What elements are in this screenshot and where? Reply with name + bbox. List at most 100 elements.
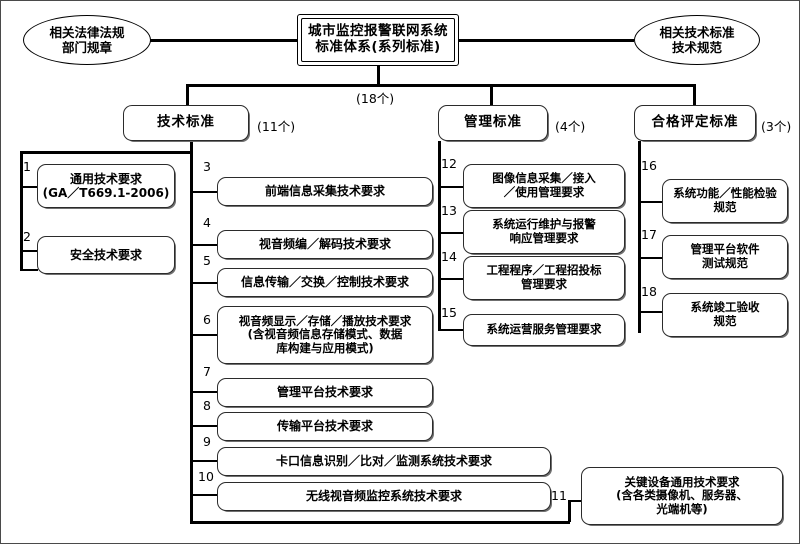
connector-conformity-stem	[638, 141, 641, 153]
item-text-8: 传输平台技术要求	[276, 419, 373, 434]
item-box-8[interactable]: 传输平台技术要求	[217, 412, 433, 441]
connector-drop-conformity	[693, 84, 696, 106]
item-number-10: 10	[198, 469, 214, 484]
root-node-standard-system[interactable]: 城市监控报警联网系统 标准体系(系列标准)	[297, 14, 459, 66]
category-management-standards[interactable]: 管理标准	[438, 105, 548, 141]
connector-technical-branch-9	[190, 460, 217, 462]
item-box-13[interactable]: 系统运行维护与报警 响应管理要求	[463, 210, 625, 254]
connector-drop-management	[490, 84, 493, 106]
category-conformity-count: (3个)	[761, 119, 792, 134]
left-ellipse-line2: 部门规章	[61, 40, 112, 55]
item-box-17[interactable]: 管理平台软件 测试规范	[662, 235, 788, 279]
left-ellipse-legal-regulations[interactable]: 相关法律法规 部门规章	[23, 15, 151, 65]
right-ellipse-line2: 技术规范	[671, 40, 722, 55]
connector-item11-branch	[568, 500, 581, 502]
item-number-6: 6	[203, 312, 211, 327]
item-number-15: 15	[441, 305, 457, 320]
item-text-11: 关键设备通用技术要求 (含各类摄像机、服务器、 光端机等)	[616, 474, 748, 516]
root-count-label: (18个)	[356, 91, 395, 106]
item-text-1: 通用技术要求 (GA／T669.1-2006)	[42, 171, 170, 200]
category-technical-count: (11个)	[257, 119, 296, 134]
left-ellipse-line1: 相关法律法规	[49, 25, 125, 40]
item-number-4: 4	[203, 215, 211, 230]
item-number-14: 14	[441, 249, 457, 264]
connector-left-rail-branch-1	[20, 186, 38, 188]
connector-main-bus	[186, 84, 696, 87]
connector-root-right-ellipse	[459, 39, 634, 42]
item-number-1: 1	[23, 159, 31, 174]
connector-root-stem	[377, 65, 380, 86]
right-ellipse-line1: 相关技术标准	[659, 25, 735, 40]
connector-technical-branch-4	[190, 244, 217, 246]
item-box-15[interactable]: 系统运营服务管理要求	[463, 314, 625, 346]
connector-drop-technical	[186, 84, 189, 106]
item-number-7: 7	[203, 364, 211, 379]
root-node-line1: 城市监控报警联网系统	[308, 23, 448, 40]
connector-technical-branch-3	[190, 191, 217, 193]
connector-technical-branch-8	[190, 425, 217, 427]
item-text-10: 无线视音频监控系统技术要求	[305, 489, 462, 504]
item-text-16: 系统功能／性能检验 规范	[673, 186, 777, 214]
item-number-3: 3	[203, 159, 211, 174]
root-node-text: 城市监控报警联网系统 标准体系(系列标准)	[308, 23, 448, 56]
item-box-7[interactable]: 管理平台技术要求	[217, 378, 433, 407]
connector-conformity-branch-17	[638, 257, 662, 259]
right-ellipse-technical-specs[interactable]: 相关技术标准 技术规范	[634, 15, 760, 65]
item-box-2[interactable]: 安全技术要求	[37, 236, 175, 274]
item-box-9[interactable]: 卡口信息识别／比对／监测系统技术要求	[217, 447, 551, 476]
connector-technical-branch-10	[190, 494, 217, 496]
item-number-5: 5	[203, 253, 211, 268]
item-text-9: 卡口信息识别／比对／监测系统技术要求	[275, 454, 492, 469]
item-number-11: 11	[551, 488, 567, 503]
connector-technical-branch-6	[190, 334, 217, 336]
item-box-10[interactable]: 无线视音频监控系统技术要求	[217, 482, 551, 511]
item-text-2: 安全技术要求	[69, 247, 142, 262]
connector-management-branch-12	[438, 186, 463, 188]
item-text-6: 视音频显示／存储／播放技术要求 (含视音频信息存储模式、数据 库构建与应用模式)	[238, 313, 412, 355]
item-box-4[interactable]: 视音频编／解码技术要求	[217, 230, 433, 259]
item-text-4: 视音频编／解码技术要求	[258, 237, 391, 252]
item-number-12: 12	[441, 156, 457, 171]
item-number-9: 9	[203, 434, 211, 449]
item-number-16: 16	[641, 158, 657, 173]
connector-technical-stem	[190, 141, 193, 153]
connector-left-ellipse-root	[148, 39, 298, 42]
item-text-17: 管理平台软件 测试规范	[690, 242, 760, 270]
item-box-14[interactable]: 工程程序／工程招投标 管理要求	[463, 256, 625, 300]
item-box-11[interactable]: 关键设备通用技术要求 (含各类摄像机、服务器、 光端机等)	[581, 467, 783, 525]
connector-item11-riser	[568, 500, 571, 522]
item-text-3: 前端信息采集技术要求	[264, 184, 385, 199]
item-box-12[interactable]: 图像信息采集／接入 ／使用管理要求	[463, 164, 625, 208]
category-conformity-label: 合格评定标准	[651, 114, 739, 131]
item-box-16[interactable]: 系统功能／性能检验 规范	[662, 179, 788, 223]
item-text-12: 图像信息采集／接入 ／使用管理要求	[492, 171, 596, 199]
connector-left-rail-foot	[20, 269, 38, 271]
category-technical-label: 技术标准	[157, 114, 215, 131]
connector-left-rail	[20, 151, 23, 271]
connector-management-branch-15	[438, 329, 463, 331]
item-box-3[interactable]: 前端信息采集技术要求	[217, 177, 433, 206]
connector-technical-crossbar	[20, 151, 193, 154]
item-box-5[interactable]: 信息传输／交换／控制技术要求	[217, 268, 433, 297]
connector-management-rail	[438, 151, 441, 331]
connector-bottom-rail	[190, 521, 570, 524]
connector-conformity-branch-16	[638, 201, 662, 203]
connector-conformity-branch-18	[638, 311, 662, 313]
connector-technical-branch-5	[190, 282, 217, 284]
connector-conformity-rail	[638, 151, 641, 333]
root-node-inner: 城市监控报警联网系统 标准体系(系列标准)	[301, 18, 455, 62]
category-technical-standards[interactable]: 技术标准	[123, 105, 249, 141]
item-number-2: 2	[23, 229, 31, 244]
item-box-18[interactable]: 系统竣工验收 规范	[662, 293, 788, 337]
item-box-1[interactable]: 通用技术要求 (GA／T669.1-2006)	[37, 164, 175, 208]
connector-technical-rail	[190, 151, 193, 523]
root-node-line2: 标准体系(系列标准)	[315, 39, 441, 55]
right-ellipse-text: 相关技术标准 技术规范	[659, 25, 734, 55]
category-conformity-standards[interactable]: 合格评定标准	[634, 105, 756, 141]
item-text-18: 系统竣工验收 规范	[690, 300, 760, 328]
item-text-7: 管理平台技术要求	[276, 385, 373, 400]
connector-technical-branch-7	[190, 391, 217, 393]
connector-management-stem	[438, 141, 441, 153]
item-box-6[interactable]: 视音频显示／存储／播放技术要求 (含视音频信息存储模式、数据 库构建与应用模式)	[217, 306, 433, 364]
